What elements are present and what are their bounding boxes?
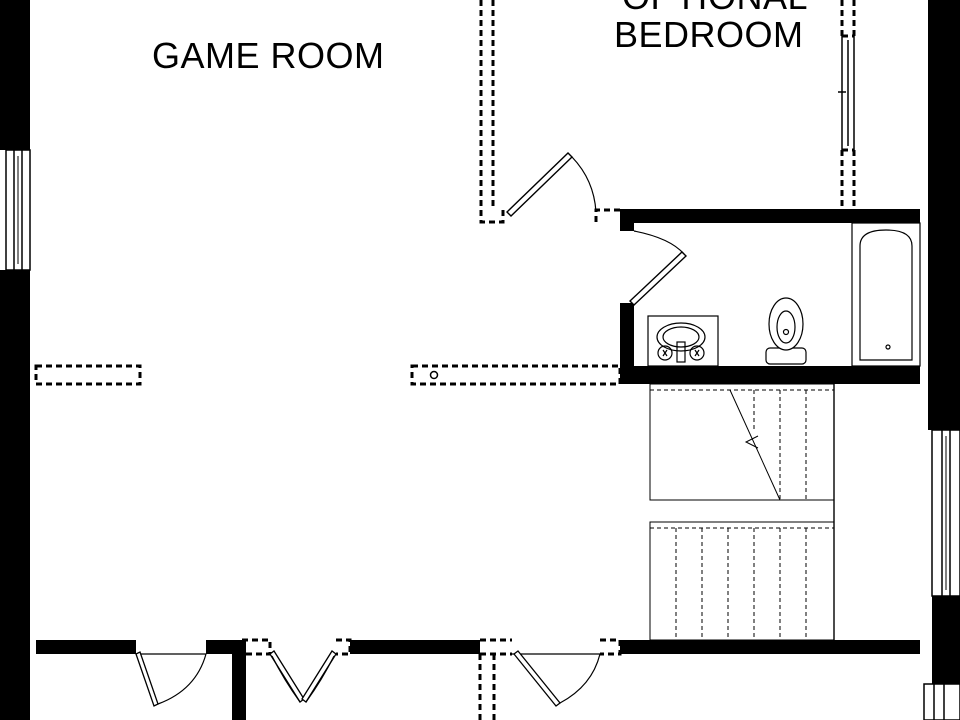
bedroom-right-wall-lower: [840, 148, 856, 212]
bath-bottom-wall: [620, 366, 920, 384]
drain-icon: [885, 344, 891, 350]
mid-wall-left: [34, 364, 142, 386]
right-window: [931, 429, 960, 597]
bedroom-right-wall-upper: [840, 0, 856, 38]
bathroom-door: [628, 230, 688, 306]
stairs-lower-flight: [649, 521, 835, 641]
left-wall-upper: [0, 0, 30, 150]
bottom-dash-b: [336, 638, 352, 656]
bottom-right-window: [923, 683, 960, 720]
bottom-wall-right: [620, 640, 920, 654]
bath-left-wall-bottom: [620, 303, 634, 383]
stairs-upper-flight: [649, 383, 835, 501]
stairs: [649, 383, 835, 641]
stair-arrow-icon: [744, 435, 759, 449]
bathtub: [851, 222, 921, 367]
bath-left-wall-top: [620, 209, 634, 231]
bottom-dash-d: [600, 638, 622, 656]
bedroom-door-jamb: [594, 208, 620, 222]
outlet-icon: [429, 370, 439, 380]
bottom-wall-mid-b: [350, 640, 480, 654]
room-label-optional: OPTIONAL: [622, 0, 808, 16]
bottom-dash-a: [242, 638, 272, 656]
bottom-wall-post: [232, 640, 246, 720]
room-label-game-room: GAME ROOM: [152, 35, 385, 76]
windows: [5, 149, 960, 720]
right-wall-lower: [932, 596, 960, 684]
optional-walls: [34, 0, 856, 720]
bottom-dash-c: [478, 638, 512, 720]
bedroom-left-wall: [479, 0, 505, 224]
bottom-double-door: [269, 650, 337, 703]
bottom-wall-left: [36, 640, 136, 654]
toilet-bowl-icon: [768, 297, 804, 351]
faucet-handle-icon: [689, 345, 705, 361]
bedroom-door: [506, 152, 597, 217]
right-wall-upper: [928, 0, 960, 430]
room-label-bedroom: BEDROOM: [614, 14, 804, 55]
faucet-handle-icon: [657, 345, 673, 361]
left-wall-lower: [0, 270, 30, 720]
bottom-left-door: [135, 651, 207, 707]
toilet: [765, 297, 807, 365]
bottom-right-door: [512, 650, 601, 707]
left-window: [5, 149, 31, 271]
sink-vanity: [647, 315, 719, 367]
mid-wall-right: [410, 364, 622, 386]
doors: [135, 152, 688, 707]
bedroom-window: [838, 36, 855, 150]
bath-top-wall: [620, 209, 920, 223]
sink-basin-icon: [656, 322, 706, 352]
